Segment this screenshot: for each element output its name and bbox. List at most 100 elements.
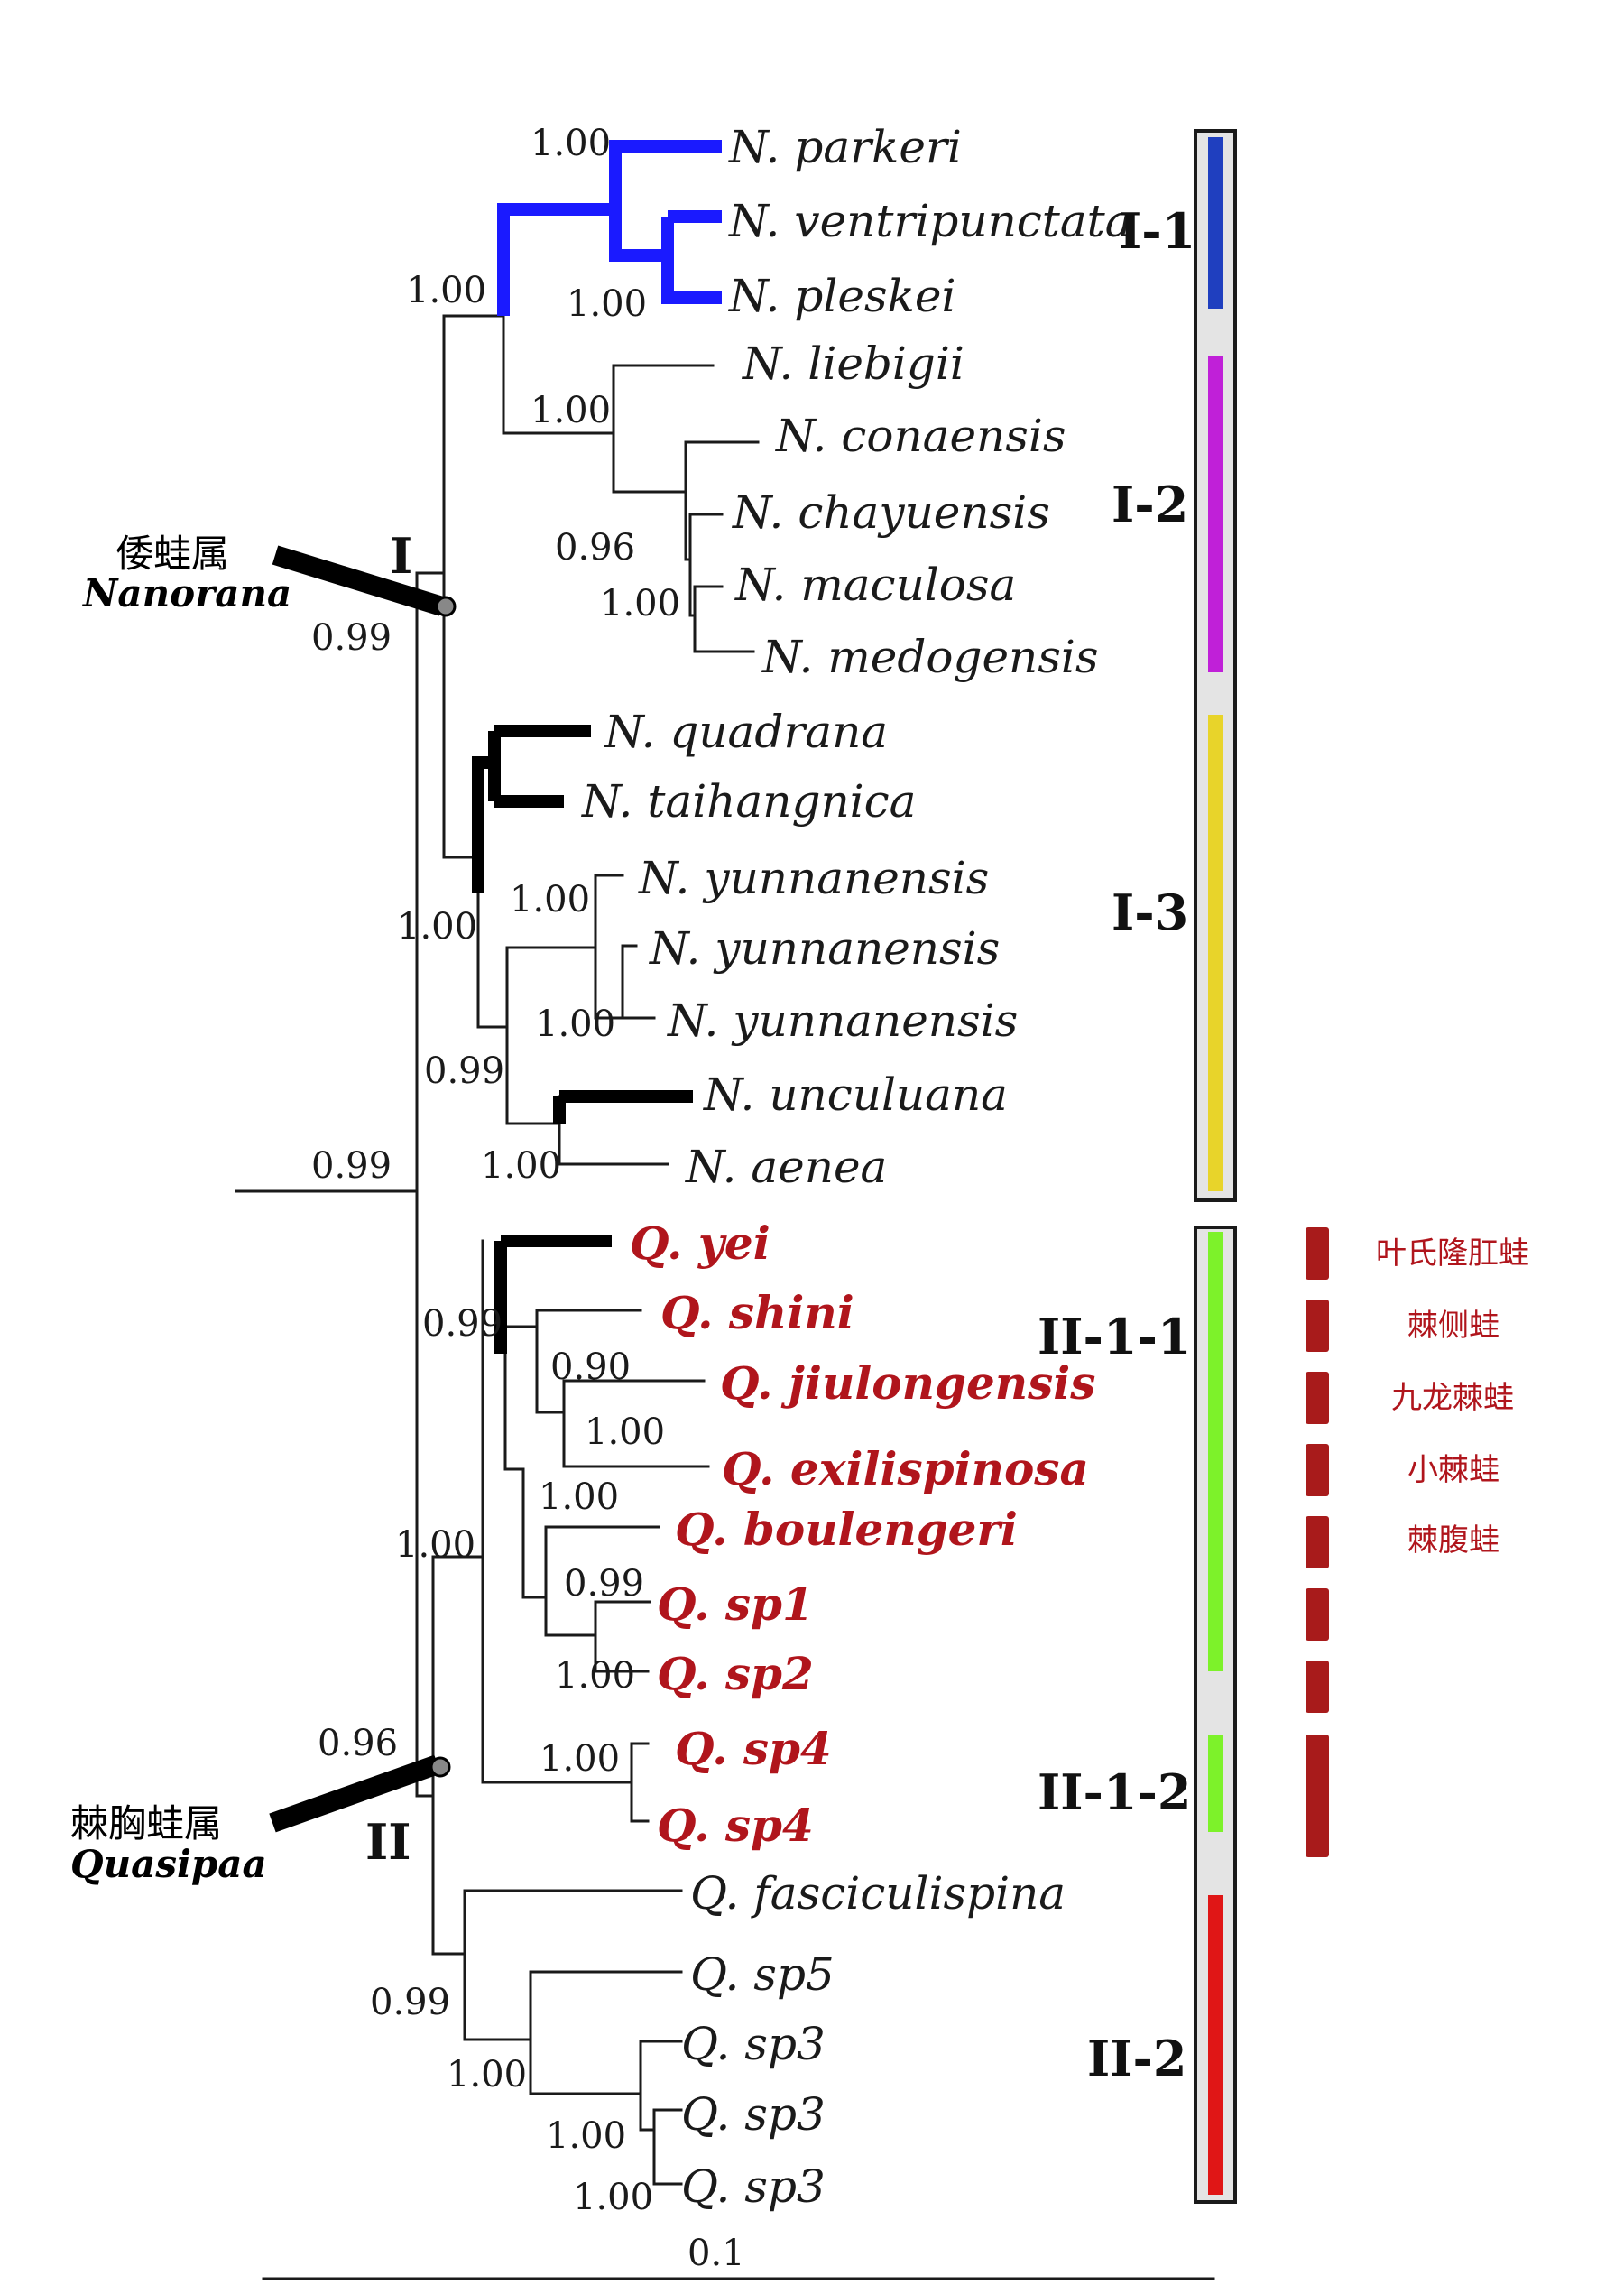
- taxon-label: Q. sp5: [690, 1948, 835, 2001]
- support-value: 1.00: [531, 123, 611, 164]
- taxon-label: N. unculuana: [703, 1068, 1008, 1121]
- support-values: 1.00 1.00 1.00 1.00 0.96 1.00 0.99 1.00 …: [311, 123, 680, 2218]
- taxon-label: N. chayuensis: [732, 486, 1050, 539]
- taxon-labels: N. parkeri N. ventripunctata N. pleskei …: [581, 121, 1132, 2213]
- node-II-marker: [429, 1756, 451, 1778]
- clade-bar-I-3: [1208, 715, 1223, 1191]
- chinese-species-label: 九龙棘蛙: [1391, 1380, 1514, 1416]
- clade-label: I-2: [1112, 476, 1188, 533]
- support-value: 1.00: [573, 2177, 653, 2218]
- support-value: 1.00: [546, 2115, 626, 2157]
- support-value: 1.00: [540, 1738, 620, 1780]
- marker-bar: [1306, 1516, 1329, 1568]
- taxon-label: Q. exilispinosa: [722, 1442, 1089, 1495]
- support-value: 1.00: [406, 270, 486, 311]
- genus-chinese-name: 倭蛙属: [115, 532, 229, 576]
- genus-latin-name: Nanorana: [81, 571, 291, 615]
- major-clade-label: II: [365, 1813, 411, 1871]
- chinese-species-label: 叶氏隆肛蛙: [1376, 1235, 1529, 1272]
- support-value: 0.96: [318, 1723, 398, 1764]
- taxon-label: Q. jiulongensis: [720, 1356, 1095, 1410]
- marker-bar: [1306, 1735, 1329, 1857]
- taxon-label: N. yunnanensis: [667, 994, 1018, 1047]
- support-value: 1.00: [567, 283, 647, 325]
- taxon-label: Q. sp2: [657, 1647, 814, 1700]
- node-I-marker: [435, 596, 457, 617]
- taxon-label: Q. fasciculispina: [690, 1867, 1066, 1920]
- support-value: 1.00: [535, 1004, 615, 1045]
- taxon-label: Q. sp1: [657, 1577, 814, 1631]
- taxon-label: N. parkeri: [728, 121, 962, 173]
- chinese-species-label: 小棘蛙: [1407, 1452, 1499, 1488]
- support-value: 1.00: [600, 583, 680, 624]
- support-value: 1.00: [539, 1476, 619, 1518]
- support-value: 1.00: [447, 2054, 527, 2095]
- genus-chinese-name: 棘胸蛙属: [70, 1801, 222, 1846]
- marker-bar: [1306, 1227, 1329, 1280]
- pointer-nanorana: [272, 545, 446, 616]
- taxon-label: Q. shini: [660, 1286, 854, 1339]
- tree-branches: [235, 314, 1215, 2280]
- taxon-label: N. yunnanensis: [638, 852, 989, 904]
- taxon-label: N. pleskei: [728, 270, 955, 322]
- scale-bar-label: 0.1: [687, 2233, 745, 2274]
- support-value: 0.90: [550, 1346, 631, 1388]
- clade-label: II-1-2: [1038, 1763, 1192, 1821]
- taxon-label: N. yunnanensis: [649, 922, 1000, 975]
- chinese-species-label: 棘侧蛙: [1407, 1308, 1499, 1344]
- support-value: 1.00: [510, 879, 590, 920]
- chinese-species-names: 叶氏隆肛蛙 棘侧蛙 九龙棘蛙 小棘蛙 棘腹蛙: [1376, 1235, 1529, 1559]
- clade-bar-II-2: [1208, 1895, 1223, 2195]
- taxon-label: Q. sp4: [657, 1799, 814, 1852]
- taxon-label: N. liebigii: [742, 338, 964, 390]
- clade-bar-II-1-2: [1208, 1735, 1223, 1832]
- taxon-label: N. taihangnica: [581, 775, 916, 828]
- taxon-label: Q. sp4: [675, 1722, 832, 1775]
- support-value: 0.99: [424, 1050, 504, 1092]
- taxon-label: N. aenea: [685, 1141, 887, 1193]
- marker-bar: [1306, 1588, 1329, 1641]
- support-value: 1.00: [397, 906, 477, 948]
- support-value: 1.00: [555, 1655, 635, 1697]
- taxon-label: N. maculosa: [734, 559, 1016, 611]
- genus-pointers: [269, 545, 457, 1833]
- chinese-species-label: 棘腹蛙: [1407, 1522, 1499, 1559]
- branches-highlight-black: [472, 725, 693, 1354]
- clade-labels: I-1 I-2 I-3 II-1-1 II-1-2 II-2 I II: [365, 202, 1195, 2087]
- support-value: 0.99: [564, 1563, 644, 1605]
- clade-bar-I-1: [1208, 137, 1223, 309]
- support-value: 0.99: [370, 1982, 450, 2023]
- marker-bar: [1306, 1444, 1329, 1496]
- support-value: 0.99: [311, 1145, 392, 1187]
- taxon-label: Q. sp3: [681, 2088, 826, 2141]
- clade-panels: [1194, 129, 1237, 2204]
- taxon-label: Q. sp3: [681, 2160, 826, 2213]
- clade-bar-II-1-1: [1208, 1232, 1223, 1671]
- clade-label: II-2: [1087, 2030, 1187, 2087]
- clade-label: I-1: [1119, 202, 1195, 260]
- support-value: 1.00: [395, 1524, 475, 1566]
- support-value: 0.99: [422, 1303, 503, 1345]
- taxon-label: N. conaensis: [775, 410, 1066, 462]
- species-markers: [1306, 1227, 1329, 1857]
- taxon-label: N. quadrana: [604, 706, 888, 758]
- genus-latin-name: Quasipaa: [70, 1842, 267, 1886]
- taxon-label: Q. sp3: [681, 2018, 826, 2070]
- taxon-label: Q. boulengeri: [675, 1503, 1018, 1556]
- major-clade-label: I: [390, 527, 412, 585]
- marker-bar: [1306, 1300, 1329, 1352]
- marker-bar: [1306, 1372, 1329, 1424]
- clade-bar-I-2: [1208, 356, 1223, 672]
- genus-labels: 倭蛙属 Nanorana 棘胸蛙属 Quasipaa: [70, 532, 291, 1886]
- taxon-label: N. medogensis: [761, 631, 1099, 683]
- clade-label: II-1-1: [1038, 1308, 1192, 1365]
- branches-I-1-highlight: [497, 140, 722, 316]
- support-value: 1.00: [531, 390, 611, 431]
- marker-bar: [1306, 1661, 1329, 1713]
- taxon-label: Q. yei: [630, 1217, 770, 1270]
- taxon-label: N. ventripunctata: [728, 195, 1132, 247]
- support-value: 0.96: [555, 527, 635, 569]
- clade-label: I-3: [1112, 883, 1188, 941]
- support-value: 0.99: [311, 617, 392, 659]
